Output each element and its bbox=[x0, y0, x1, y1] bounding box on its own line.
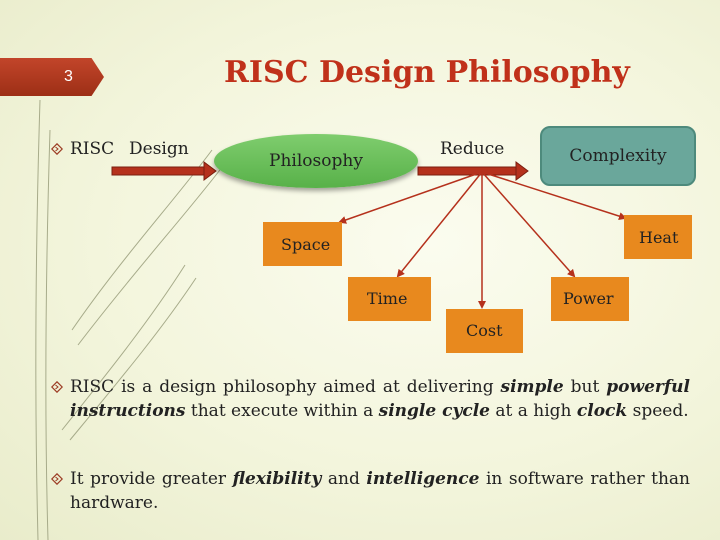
slide-number: 3 bbox=[64, 68, 73, 85]
slide-number-tab: 3 bbox=[0, 58, 104, 96]
emphasis: flexibility bbox=[232, 469, 322, 489]
text: but bbox=[563, 377, 607, 397]
arrow-to-time bbox=[396, 171, 483, 278]
diamond-bullet-icon bbox=[51, 473, 63, 485]
text: at a high bbox=[489, 401, 577, 421]
philosophy-label: Philosophy bbox=[269, 151, 363, 171]
space-label: Space bbox=[281, 234, 331, 254]
cost-label: Cost bbox=[466, 321, 503, 340]
philosophy-oval: Philosophy bbox=[214, 134, 418, 188]
diamond-bullet-icon bbox=[51, 143, 63, 155]
arrow-design-to-philosophy bbox=[111, 166, 205, 176]
label-risc: RISC bbox=[70, 139, 115, 159]
space-box: Space bbox=[263, 222, 342, 266]
arrow-to-heat bbox=[481, 171, 627, 220]
arrow-reduce-to-complexity bbox=[417, 166, 517, 176]
time-box: Time bbox=[348, 277, 431, 321]
emphasis: intelligence bbox=[366, 469, 480, 489]
complexity-label: Complexity bbox=[569, 146, 667, 166]
heat-label: Heat bbox=[639, 227, 679, 247]
cost-box: Cost bbox=[446, 309, 523, 353]
power-box: Power bbox=[551, 277, 629, 321]
arrow-to-power bbox=[481, 171, 576, 278]
label-reduce: Reduce bbox=[440, 139, 505, 159]
emphasis: powerful instructions bbox=[70, 377, 690, 421]
complexity-box: Complexity bbox=[540, 126, 696, 186]
emphasis: single cycle bbox=[378, 401, 490, 421]
text: and bbox=[321, 469, 367, 489]
heat-box: Heat bbox=[624, 215, 692, 259]
emphasis: clock bbox=[576, 401, 628, 421]
slide-title: RISC Design Philosophy bbox=[224, 55, 630, 90]
text: in software rather than hardware. bbox=[70, 469, 690, 513]
power-label: Power bbox=[563, 289, 614, 308]
text: RISC is a design philosophy aimed at del… bbox=[70, 377, 501, 397]
emphasis: simple bbox=[500, 377, 564, 397]
diamond-bullet-icon bbox=[51, 381, 63, 393]
paragraph-flexibility: It provide greater flexibility and intel… bbox=[70, 467, 690, 515]
arrow-to-space bbox=[338, 171, 483, 224]
time-label: Time bbox=[367, 289, 408, 308]
text: that execute within a bbox=[185, 401, 379, 421]
label-design: Design bbox=[129, 139, 189, 159]
text: It provide greater bbox=[70, 469, 233, 489]
text: speed. bbox=[627, 401, 689, 421]
paragraph-risc-definition: RISC is a design philosophy aimed at del… bbox=[70, 375, 690, 423]
